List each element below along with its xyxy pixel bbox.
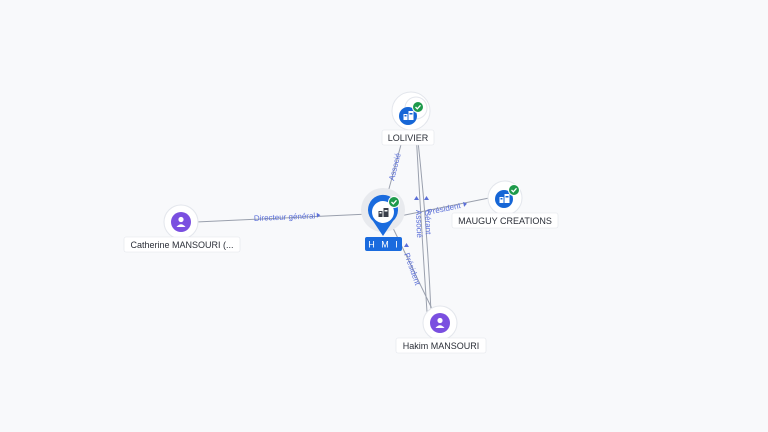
edge-label-president-hakim: Président: [402, 252, 422, 288]
edge-label-gerant: Gérant: [423, 210, 433, 236]
node-label-box: [451, 212, 559, 229]
check-badge-icon: [388, 196, 400, 208]
arrow-icon: [316, 212, 321, 218]
node-center-hmi[interactable]: H M I: [361, 188, 405, 251]
person-icon: [176, 216, 186, 227]
check-badge-icon: [508, 184, 520, 196]
arrow-icon: [404, 243, 409, 247]
arrow-icon: [424, 196, 429, 200]
check-mark: [415, 104, 421, 110]
edge-center-mauguy: [399, 197, 490, 217]
building-icon: [378, 208, 389, 217]
check-mark: [511, 187, 517, 193]
building-icon: [499, 194, 510, 203]
node-label-box: [123, 236, 241, 253]
edge-labels: Directeur général Associé Président Prés…: [254, 152, 467, 288]
center-label-box: [365, 237, 402, 251]
node-label-hakim-mansouri: Hakim MANSOURI: [403, 341, 480, 351]
node-hakim-mansouri[interactable]: Hakim MANSOURI: [395, 305, 487, 354]
node-label-lolivier: LOLIVIER: [388, 133, 429, 143]
node-lolivier[interactable]: LOLIVIER: [381, 91, 435, 146]
node-label-box: [381, 129, 435, 146]
person-icon: [435, 317, 445, 328]
check-badge-icon: [412, 101, 424, 113]
check-mark: [391, 199, 397, 205]
node-label-hmi: H M I: [368, 240, 400, 250]
arrow-icon: [463, 201, 467, 207]
node-catherine-mansouri[interactable]: Catherine MANSOURI (...: [123, 204, 241, 253]
edge-label-directeur-general: Directeur général: [254, 211, 316, 223]
edges: [195, 129, 490, 314]
node-label-mauguy-creations: MAUGUY CREATIONS: [458, 216, 552, 226]
edge-label-associe-hakim: Associé: [414, 210, 424, 239]
edge-hakim-lolivier-1: [416, 131, 432, 313]
edge-hakim-lolivier-2: [415, 131, 428, 313]
edge-catherine-center: [195, 213, 370, 223]
node-label-catherine-mansouri: Catherine MANSOURI (...: [130, 240, 233, 250]
node-label-box: [395, 337, 487, 354]
edge-label-associe-lolivier: Associé: [387, 152, 403, 182]
building-icon: [403, 111, 414, 120]
arrow-icon: [414, 196, 419, 200]
node-mauguy-creations[interactable]: MAUGUY CREATIONS: [451, 180, 559, 229]
